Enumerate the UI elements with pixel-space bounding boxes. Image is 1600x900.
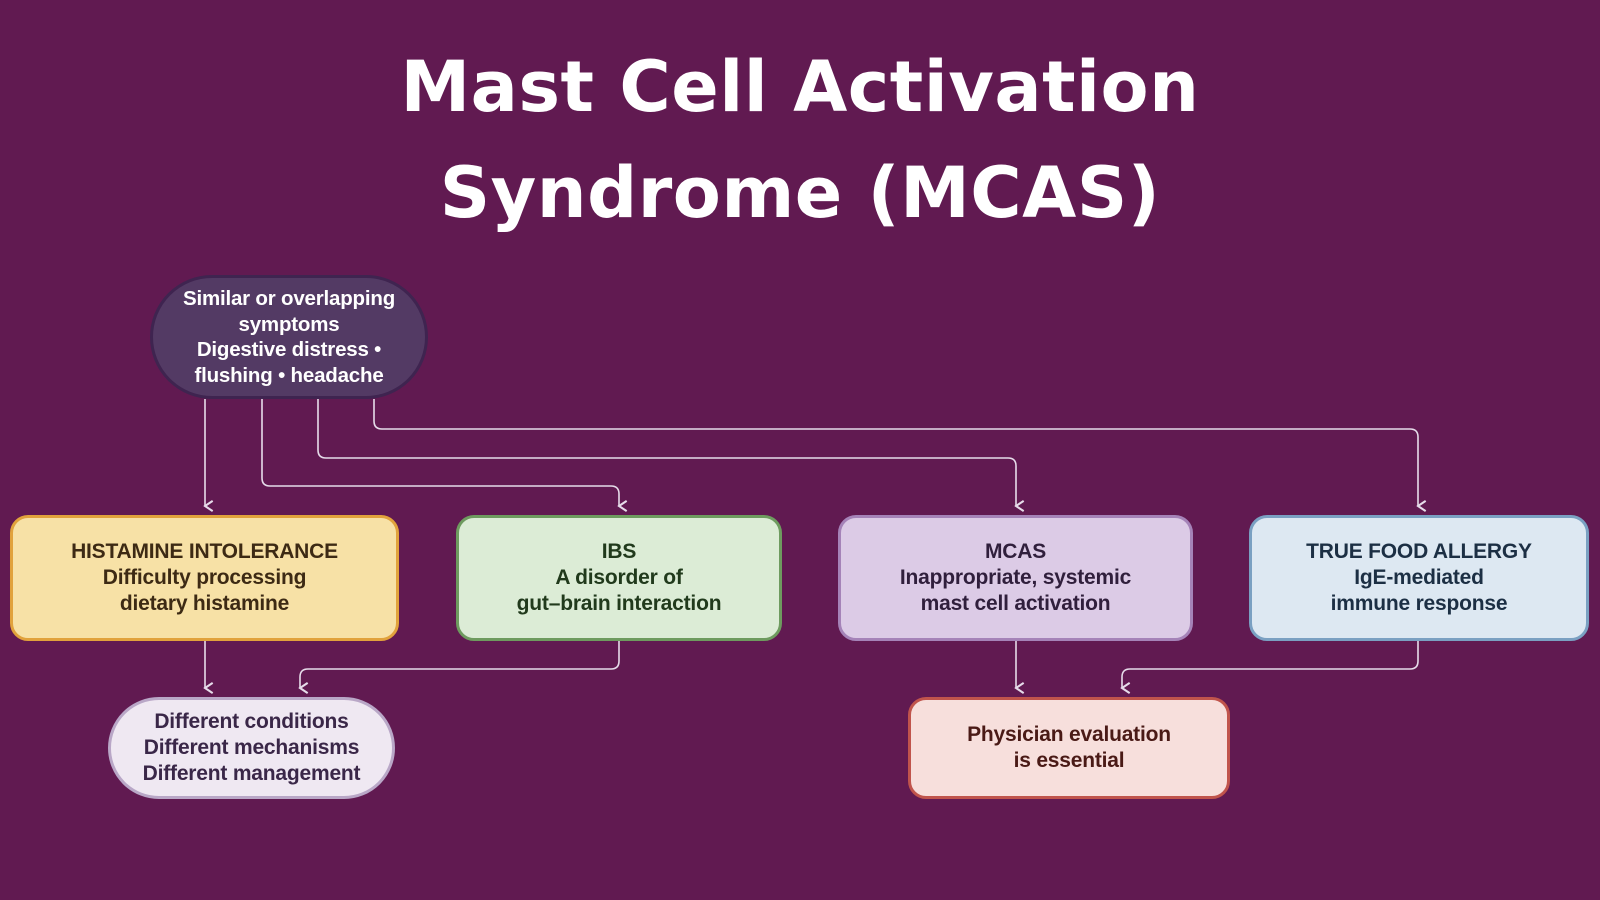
ibs-line-2: A disorder of <box>555 566 683 589</box>
histamine-intolerance-node: HISTAMINE INTOLERANCE Difficulty process… <box>10 515 399 641</box>
different-line-3: Different management <box>142 762 361 785</box>
histamine-line-3: dietary histamine <box>119 592 290 615</box>
histamine-heading: HISTAMINE INTOLERANCE <box>71 540 338 563</box>
histamine-line-2: Difficulty processing <box>102 566 307 589</box>
connector-symptoms-to-allergy <box>373 399 1418 506</box>
connector-ibs-to-different <box>300 641 620 688</box>
different-conditions-node: Different conditions Different mechanism… <box>108 697 395 799</box>
page-title: Mast Cell Activation Syndrome (MCAS) <box>0 34 1600 246</box>
mcas-line-3: mast cell activation <box>920 592 1111 615</box>
physician-evaluation-node: Physician evaluation is essential <box>908 697 1230 799</box>
symptoms-line-4: flushing • headache <box>194 363 384 387</box>
symptoms-line-1: Similar or overlapping <box>182 287 396 310</box>
mcas-heading: MCAS <box>984 540 1047 563</box>
symptoms-line-3: Digestive distress • <box>196 338 382 361</box>
allergy-heading: TRUE FOOD ALLERGY <box>1306 540 1532 563</box>
symptoms-line-2: symptoms <box>238 312 340 336</box>
ibs-node: IBS A disorder of gut–brain interaction <box>456 515 782 641</box>
connector-symptoms-to-mcas <box>317 399 1016 506</box>
connector-symptoms-to-ibs <box>261 399 619 506</box>
symptoms-node: Similar or overlapping symptoms Digestiv… <box>150 275 428 399</box>
physician-line-2: is essential <box>1013 749 1125 772</box>
mcas-node: MCAS Inappropriate, systemic mast cell a… <box>838 515 1193 641</box>
food-allergy-node: TRUE FOOD ALLERGY IgE-mediated immune re… <box>1249 515 1589 641</box>
connector-allergy-to-physician <box>1122 641 1419 688</box>
allergy-line-3: immune response <box>1330 592 1508 615</box>
different-line-2: Different mechanisms <box>143 736 360 759</box>
title-line-1: Mast Cell Activation <box>400 46 1200 128</box>
ibs-line-3: gut–brain interaction <box>516 592 722 615</box>
ibs-heading: IBS <box>601 540 637 563</box>
mcas-line-2: Inappropriate, systemic <box>899 566 1132 589</box>
different-line-1: Different conditions <box>154 710 349 733</box>
physician-line-1: Physician evaluation <box>967 723 1171 746</box>
title-line-2: Syndrome (MCAS) <box>439 152 1161 234</box>
allergy-line-2: IgE-mediated <box>1354 566 1484 589</box>
